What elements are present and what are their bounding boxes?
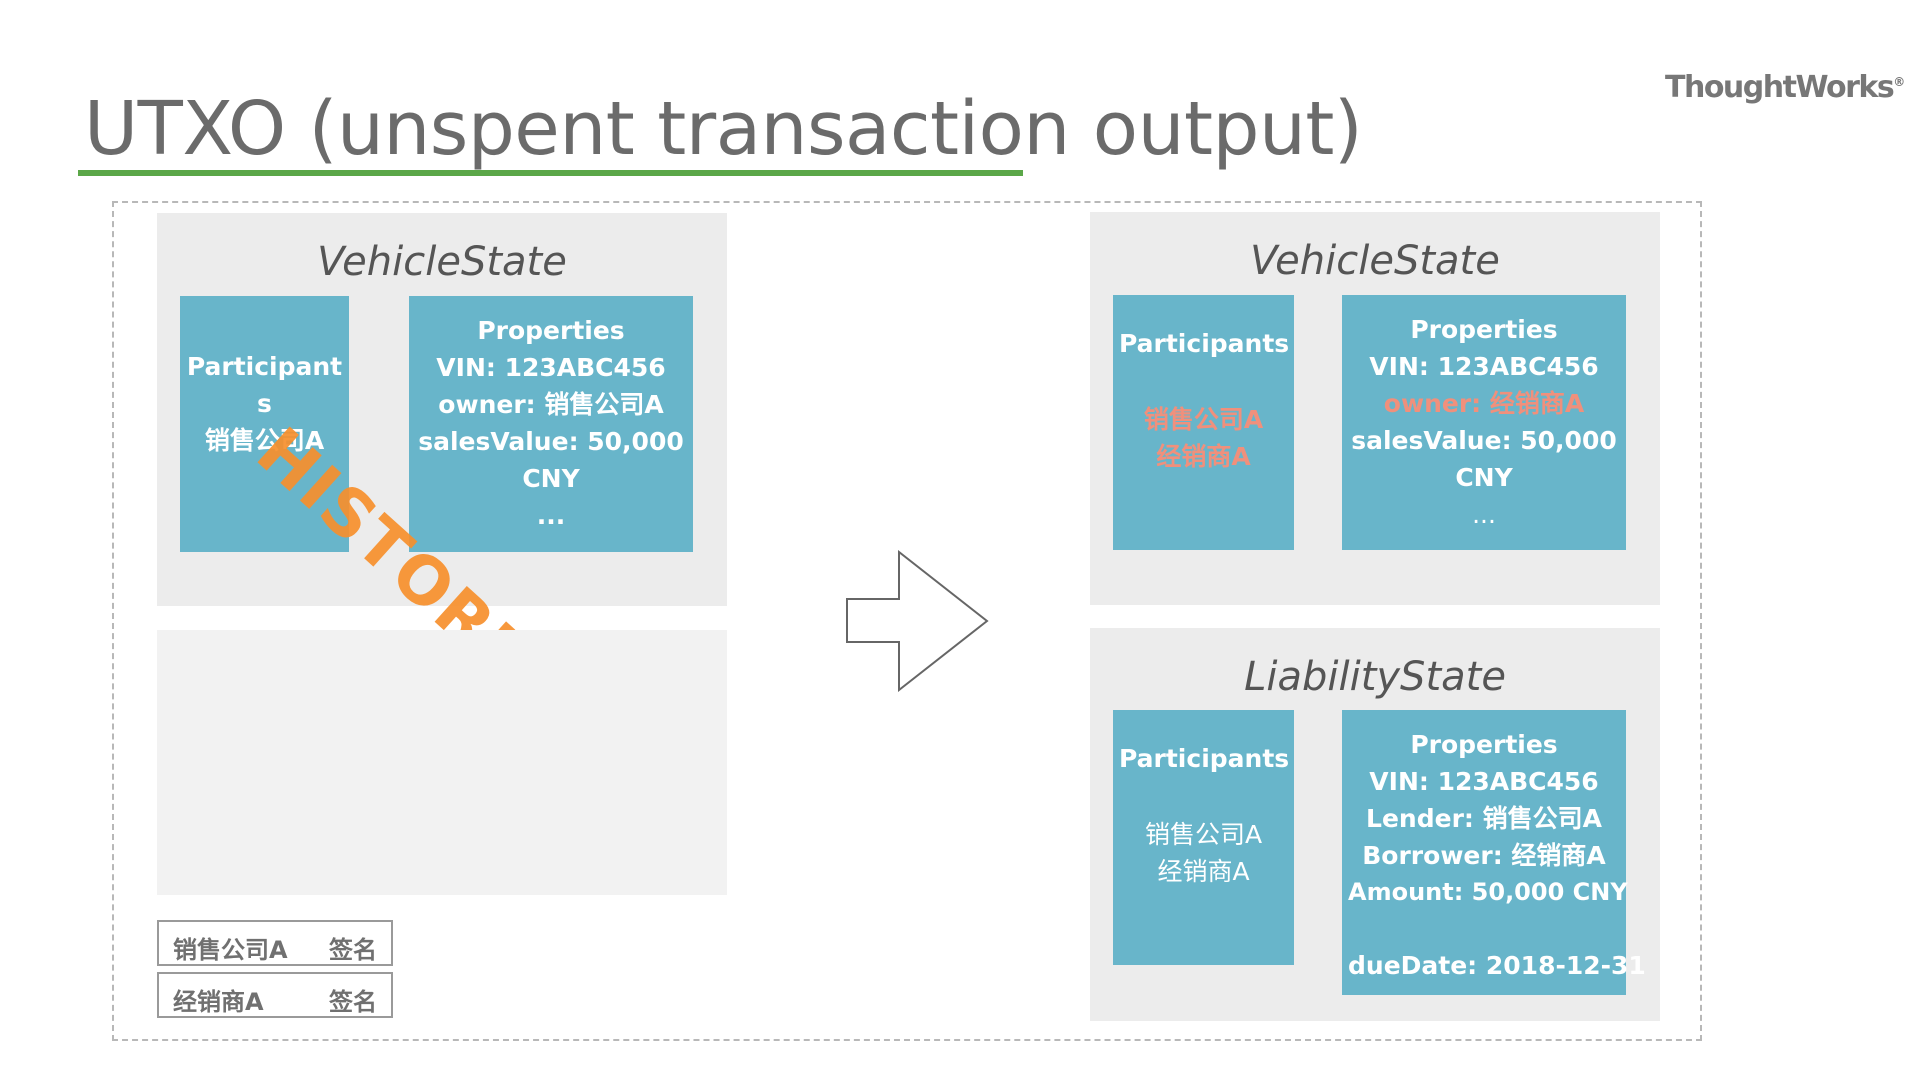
property-lender: Lender: 销售公司A [1366,804,1602,833]
signature-box: 销售公司A 签名 [157,920,393,966]
thoughtworks-logo: ThoughtWorks® [1665,70,1905,105]
participants-heading: Participants [186,352,343,418]
participant-member: 销售公司A [1144,820,1263,849]
participant-member: 经销商A [1156,442,1251,471]
participants-heading: Participants [1119,329,1290,358]
logo-registered-mark: ® [1893,75,1906,89]
property-amount: Amount: 50,000 CNY [1348,878,1628,906]
signature-box: 经销商A 签名 [157,972,393,1018]
participants-heading: Participants [1119,744,1290,773]
property-sales-value: salesValue: 50,000 CNY [418,427,684,493]
slide-title: UTXO (unspent transaction output) [84,86,1363,172]
output-liability-state-panel: LiabilityState Participants 销售公司A 经销商A P… [1090,628,1660,1021]
output-liability-state-title: LiabilityState [1244,654,1506,700]
input-vehicle-state-title: VehicleState [317,239,567,285]
property-ellipsis: ... [1472,500,1496,529]
input-properties-box: Properties VIN: 123ABC456 owner: 销售公司A s… [409,296,693,552]
output-vehicle-state-panel: VehicleState Participants 销售公司A 经销商A Pro… [1090,212,1660,605]
property-owner: owner: 销售公司A [438,390,664,419]
property-ellipsis: ... [536,501,566,530]
participant-member: 销售公司A [1143,405,1264,434]
title-underline [78,170,1023,176]
input-participants-box: Participants 销售公司A [180,296,349,552]
liability-participants-box: Participants 销售公司A 经销商A [1113,710,1294,965]
property-vin: VIN: 123ABC456 [1369,352,1599,381]
properties-heading: Properties [1410,315,1558,344]
transaction-frame [112,201,1702,1041]
signature-label: 签名 [329,988,377,1016]
property-borrower: Borrower: 经销商A [1362,841,1606,870]
property-vin: VIN: 123ABC456 [436,353,666,382]
property-vin: VIN: 123ABC456 [1369,767,1599,796]
output-properties-box: Properties VIN: 123ABC456 owner: 经销商A sa… [1342,295,1626,550]
property-owner: owner: 经销商A [1383,389,1585,418]
output-vehicle-state-title: VehicleState [1250,238,1500,284]
properties-heading: Properties [477,316,625,345]
liability-properties-box: Properties VIN: 123ABC456 Lender: 销售公司A … [1342,710,1646,995]
logo-text: ThoughtWorks [1665,70,1895,105]
transition-arrow-icon [846,550,989,692]
participant-member: 经销商A [1157,857,1250,886]
signer-name: 销售公司A [173,936,288,964]
output-participants-box: Participants 销售公司A 经销商A [1113,295,1294,550]
input-vehicle-state-panel: VehicleState Participants 销售公司A Properti… [157,213,727,606]
property-sales-value-unit: CNY [1455,463,1513,492]
signer-name: 经销商A [173,988,264,1016]
empty-input-panel [157,630,727,895]
property-due-date: dueDate: 2018-12-31 [1348,951,1646,980]
properties-heading: Properties [1410,730,1558,759]
signature-label: 签名 [329,936,377,964]
participant-member: 销售公司A [204,426,325,455]
property-sales-value: salesValue: 50,000 [1351,426,1617,455]
